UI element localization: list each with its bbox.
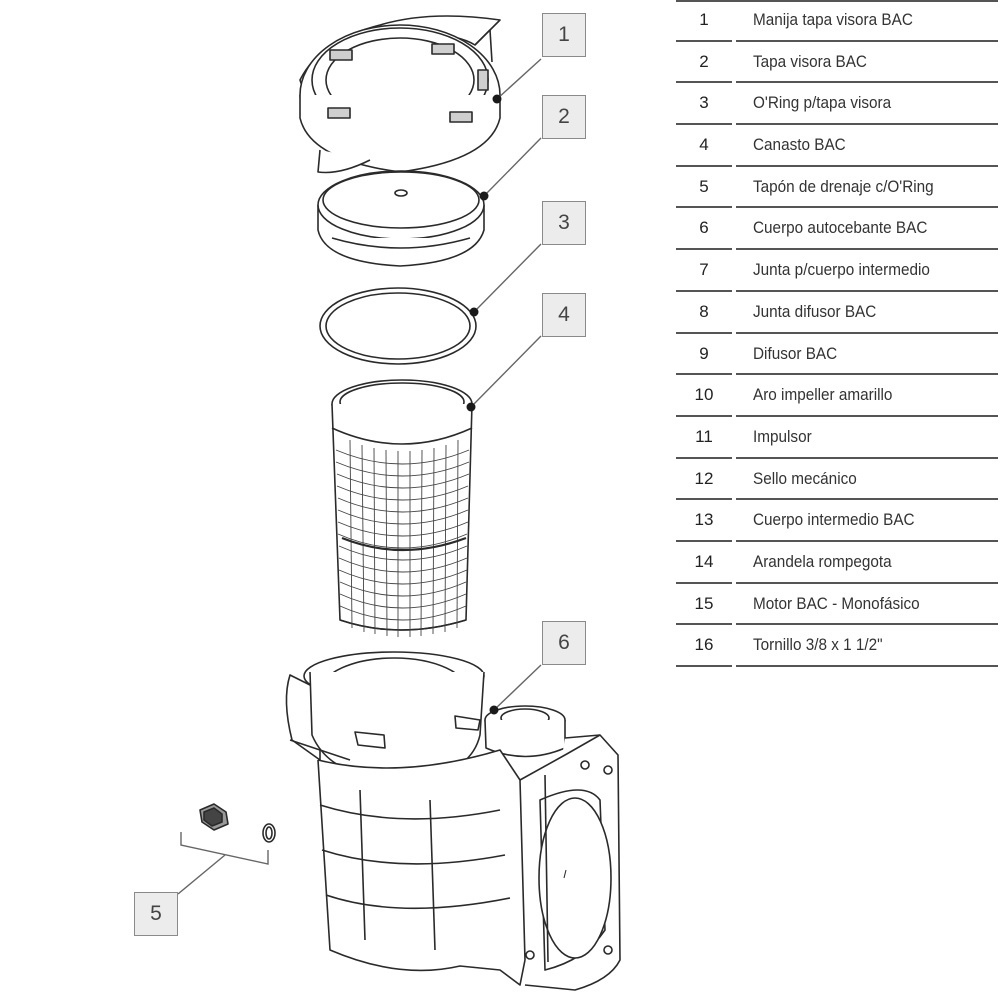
part-description: Canasto BAC	[753, 135, 846, 155]
part-number: 13	[694, 510, 714, 530]
parts-row: 4 Canasto BAC	[676, 125, 998, 167]
part-description: Junta difusor BAC	[753, 301, 877, 321]
parts-row: 16 Tornillo 3/8 x 1 1/2"	[676, 625, 998, 667]
callout-6: 6	[542, 621, 586, 665]
row-divider	[676, 331, 732, 334]
o-ring	[319, 287, 477, 365]
leader-dots	[466, 94, 502, 715]
part-number: 3	[699, 93, 709, 113]
parts-table: 1 Manija tapa visora BAC 2 Tapa visora BAC 3…	[676, 0, 998, 667]
row-divider	[736, 164, 998, 167]
part-number: 2	[699, 51, 709, 71]
drain-plug	[199, 803, 276, 843]
part-description: Cuerpo intermedio BAC	[753, 510, 915, 530]
part-description: Sello mecánico	[753, 468, 857, 488]
part-description: Manija tapa visora BAC	[753, 10, 913, 29]
part-description: Impulsor	[753, 426, 812, 446]
row-divider	[736, 414, 998, 417]
row-divider	[736, 623, 998, 626]
row-divider	[736, 123, 998, 126]
parts-row: 15 Motor BAC - Monofásico	[676, 584, 998, 626]
row-divider	[676, 498, 732, 501]
part-number: 8	[699, 301, 709, 321]
row-divider	[736, 289, 998, 292]
part-description: O'Ring p/tapa visora	[753, 93, 892, 113]
part-number: 16	[694, 635, 714, 655]
parts-row: 3 O'Ring p/tapa visora	[676, 83, 998, 126]
row-divider	[676, 373, 732, 376]
parts-row: 5 Tapón de drenaje c/O'Ring	[676, 167, 998, 209]
row-divider	[676, 248, 732, 251]
callout-5: 5	[134, 892, 178, 936]
parts-row: 8 Junta difusor BAC	[676, 292, 998, 334]
parts-row: 7 Junta p/cuerpo intermedio	[676, 250, 998, 292]
part-number: 5	[699, 176, 709, 196]
parts-row: 6 Cuerpo autocebante BAC	[676, 208, 998, 251]
row-divider	[676, 414, 732, 417]
part-description: Difusor BAC	[753, 343, 838, 363]
part-number: 6	[699, 218, 709, 238]
part-description: Cuerpo autocebante BAC	[753, 218, 928, 238]
row-divider	[676, 123, 732, 126]
sight-lid	[317, 170, 485, 267]
strainer-basket	[331, 379, 473, 637]
row-divider	[676, 581, 732, 584]
part-description: Tornillo 3/8 x 1 1/2"	[753, 635, 883, 655]
parts-row: 10 Aro impeller amarillo	[676, 375, 998, 417]
row-divider	[676, 665, 732, 667]
parts-row: 11 Impulsor	[676, 417, 998, 459]
row-divider	[736, 248, 998, 251]
part-number: 11	[695, 426, 713, 446]
row-divider	[736, 581, 998, 584]
row-divider	[676, 39, 732, 42]
row-divider	[676, 289, 732, 292]
part-description: Arandela rompegota	[753, 551, 892, 571]
part-description: Motor BAC - Monofásico	[753, 593, 920, 613]
callout-4: 4	[542, 293, 586, 337]
row-divider	[736, 81, 998, 84]
row-divider	[676, 456, 732, 459]
parts-row: 9 Difusor BAC	[676, 334, 998, 376]
part-number: 10	[694, 385, 714, 405]
row-divider	[736, 498, 998, 501]
row-divider	[676, 164, 732, 167]
lid-handle-ring	[299, 15, 501, 174]
parts-row: 2 Tapa visora BAC	[676, 42, 998, 84]
row-divider	[736, 539, 998, 542]
table-top-rule	[676, 0, 998, 2]
row-divider	[736, 206, 998, 209]
parts-row: 1 Manija tapa visora BAC	[676, 0, 998, 42]
part-number: 7	[699, 260, 709, 280]
row-divider	[676, 206, 732, 209]
parts-row: 14 Arandela rompegota	[676, 542, 998, 584]
leader-lines	[177, 58, 542, 895]
part-number: 15	[694, 593, 714, 613]
part-number: 9	[699, 343, 709, 363]
callout-3: 3	[542, 201, 586, 245]
row-divider	[736, 373, 998, 376]
callout-1: 1	[542, 13, 586, 57]
part-description: Junta p/cuerpo intermedio	[753, 260, 930, 280]
row-divider	[736, 665, 998, 667]
callout-2: 2	[542, 95, 586, 139]
parts-row: 12 Sello mecánico	[676, 459, 998, 501]
part-number: 14	[694, 551, 714, 571]
part-number: 1	[699, 10, 709, 29]
row-divider	[676, 623, 732, 626]
parts-row: 13 Cuerpo intermedio BAC	[676, 500, 998, 542]
pump-body	[285, 651, 621, 991]
row-divider	[736, 456, 998, 459]
part-description: Aro impeller amarillo	[753, 385, 893, 405]
row-divider	[676, 81, 732, 84]
part-number: 4	[699, 135, 709, 155]
part-description: Tapón de drenaje c/O'Ring	[753, 176, 934, 196]
row-divider	[676, 539, 732, 542]
row-divider	[736, 331, 998, 334]
part-description: Tapa visora BAC	[753, 51, 867, 71]
part-number: 12	[694, 468, 714, 488]
row-divider	[736, 39, 998, 42]
